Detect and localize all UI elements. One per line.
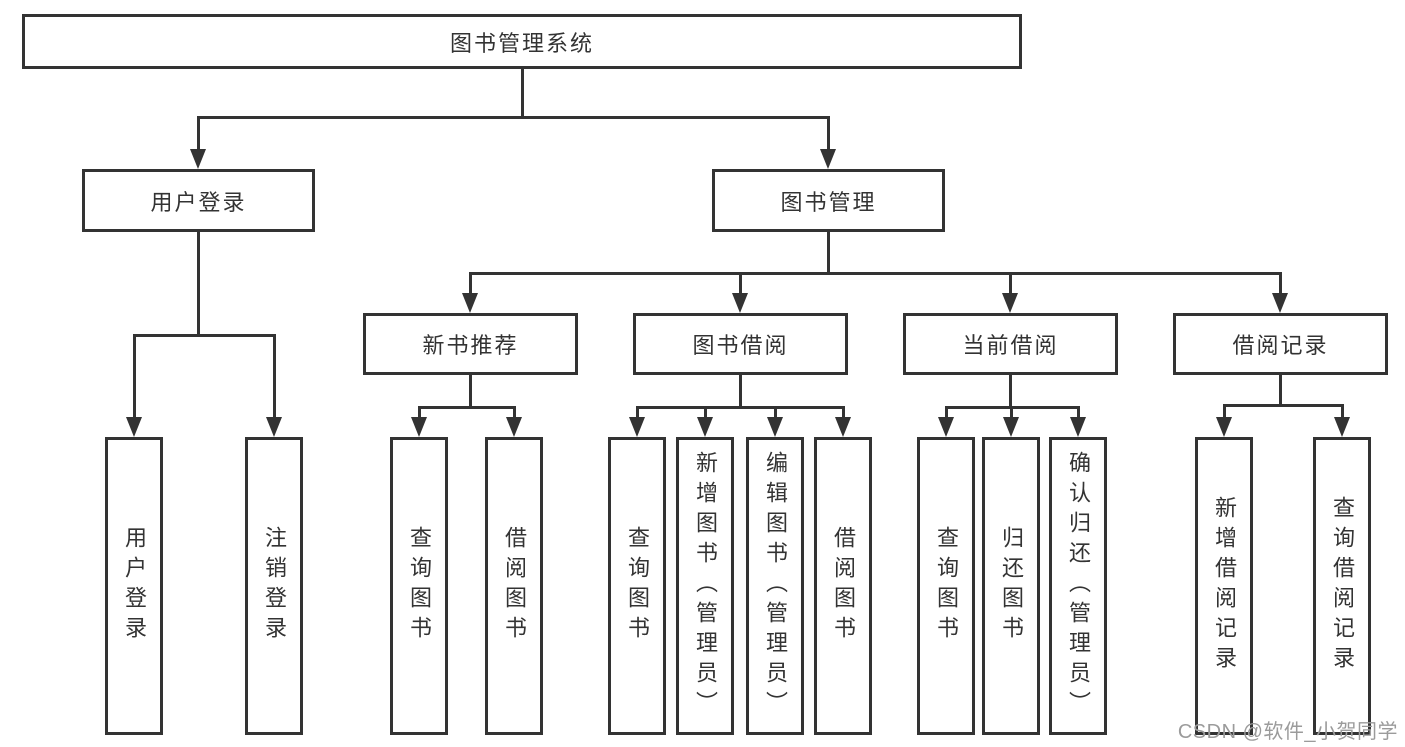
leaf-query-books-borrowing: 查询图书 bbox=[608, 437, 666, 735]
leaf-logout: 注销登录 bbox=[245, 437, 303, 735]
connector-line bbox=[418, 406, 516, 409]
connector-line bbox=[774, 406, 777, 418]
arrow-down-icon bbox=[1070, 417, 1086, 437]
connector-line bbox=[1341, 404, 1344, 418]
connector-line bbox=[827, 116, 830, 150]
node-book-borrowing: 图书借阅 bbox=[633, 313, 848, 375]
connector-line bbox=[469, 272, 472, 294]
connector-line bbox=[1223, 404, 1226, 418]
connector-line bbox=[273, 334, 276, 418]
leaf-borrow-books: 借阅图书 bbox=[814, 437, 872, 735]
arrow-down-icon bbox=[126, 417, 142, 437]
arrow-down-icon bbox=[1334, 417, 1350, 437]
connector-line bbox=[1077, 406, 1080, 418]
arrow-down-icon bbox=[411, 417, 427, 437]
arrow-down-icon bbox=[629, 417, 645, 437]
arrow-down-icon bbox=[1272, 293, 1288, 313]
connector-line bbox=[133, 334, 275, 337]
node-user-login: 用户登录 bbox=[82, 169, 315, 232]
connector-line bbox=[197, 116, 830, 119]
connector-line bbox=[1010, 406, 1013, 418]
connector-line bbox=[1009, 272, 1012, 294]
arrow-down-icon bbox=[1003, 417, 1019, 437]
node-book-management: 图书管理 bbox=[712, 169, 945, 232]
node-current-borrowing: 当前借阅 bbox=[903, 313, 1118, 375]
arrow-down-icon bbox=[1216, 417, 1232, 437]
arrow-down-icon bbox=[506, 417, 522, 437]
arrow-down-icon bbox=[732, 293, 748, 313]
connector-line bbox=[1279, 272, 1282, 294]
arrow-down-icon bbox=[767, 417, 783, 437]
leaf-query-books-current: 查询图书 bbox=[917, 437, 975, 735]
connector-line bbox=[636, 406, 845, 409]
connector-line bbox=[469, 272, 1281, 275]
connector-line bbox=[469, 375, 472, 409]
connector-line bbox=[1223, 404, 1344, 407]
leaf-user-login: 用户登录 bbox=[105, 437, 163, 735]
csdn-watermark: CSDN @软件_小贺同学 bbox=[1177, 721, 1398, 743]
node-root: 图书管理系统 bbox=[22, 14, 1022, 69]
arrow-down-icon bbox=[1002, 293, 1018, 313]
leaf-return-books: 归还图书 bbox=[982, 437, 1040, 735]
connector-line bbox=[133, 334, 136, 418]
leaf-borrow-books-recommend: 借阅图书 bbox=[485, 437, 543, 735]
leaf-query-books-recommend: 查询图书 bbox=[390, 437, 448, 735]
arrow-down-icon bbox=[697, 417, 713, 437]
connector-line bbox=[521, 69, 524, 117]
connector-line bbox=[704, 406, 707, 418]
connector-line bbox=[827, 232, 830, 274]
node-new-book-recommend: 新书推荐 bbox=[363, 313, 578, 375]
arrow-down-icon bbox=[190, 149, 206, 169]
connector-line bbox=[739, 272, 742, 294]
connector-line bbox=[197, 116, 200, 150]
connector-line bbox=[636, 406, 639, 418]
connector-line bbox=[1279, 375, 1282, 406]
connector-line bbox=[513, 406, 516, 418]
connector-line bbox=[418, 406, 421, 418]
leaf-query-borrow-record: 查询借阅记录 bbox=[1313, 437, 1371, 735]
leaf-add-borrow-record: 新增借阅记录 bbox=[1195, 437, 1253, 735]
arrow-down-icon bbox=[835, 417, 851, 437]
arrow-down-icon bbox=[266, 417, 282, 437]
leaf-confirm-return-admin: 确认归还（管理员） bbox=[1049, 437, 1107, 735]
connector-line bbox=[197, 232, 200, 336]
arrow-down-icon bbox=[462, 293, 478, 313]
connector-line bbox=[1009, 375, 1012, 409]
connector-line bbox=[739, 375, 742, 409]
node-borrowing-records: 借阅记录 bbox=[1173, 313, 1388, 375]
arrow-down-icon bbox=[938, 417, 954, 437]
arrow-down-icon bbox=[820, 149, 836, 169]
leaf-edit-books-admin: 编辑图书（管理员） bbox=[746, 437, 804, 735]
connector-line bbox=[945, 406, 948, 418]
connector-line bbox=[842, 406, 845, 418]
leaf-add-books-admin: 新增图书（管理员） bbox=[676, 437, 734, 735]
